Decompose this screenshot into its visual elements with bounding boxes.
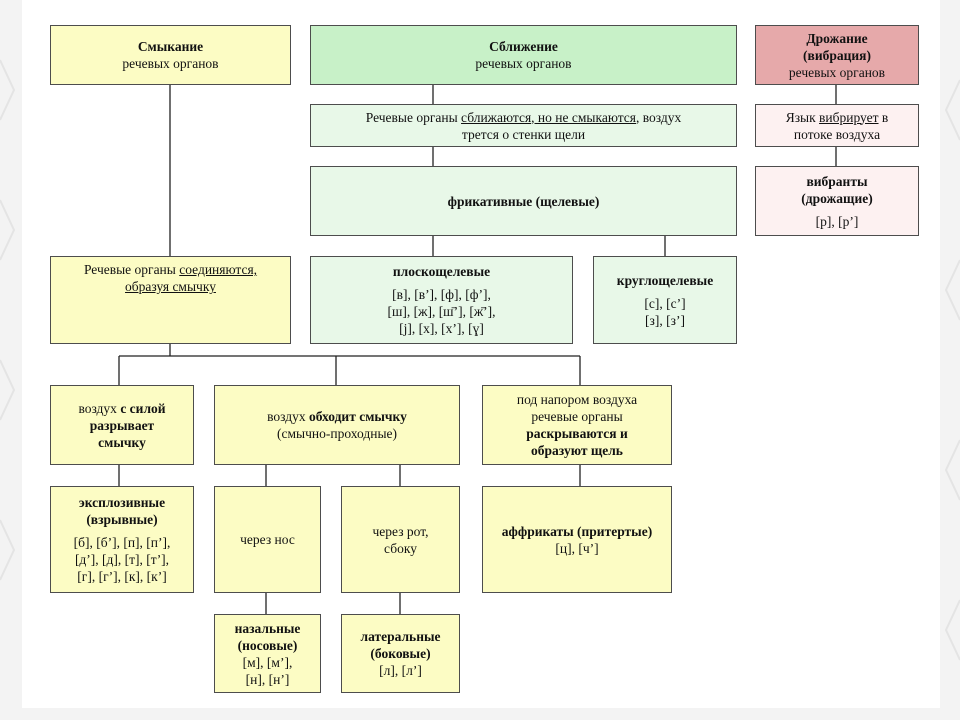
pressure-line2: речевые органы — [531, 409, 623, 424]
burst-line1: воздух с силой — [78, 400, 165, 417]
explosive-line1: эксплозивные — [78, 495, 166, 510]
approach-title: Сближение — [489, 39, 558, 54]
explosive-sounds-1: [б], [б’], [п], [п’], — [73, 535, 171, 550]
lateral-sounds: [л], [л’] — [379, 663, 422, 678]
nasal-sounds-1: [м], [м’], — [242, 654, 293, 670]
bypass-pre: воздух — [267, 409, 309, 424]
vibrants-line2: (дрожащие) — [801, 190, 873, 206]
lateral-line2: (боковые) — [370, 646, 431, 661]
flat-slit-label: плоскощелевые — [392, 264, 491, 279]
round-slit-sounds-1: [с], [с’] — [644, 295, 686, 311]
round-slit-sounds-2: [з], [з’] — [645, 312, 685, 328]
explosive-box: эксплозивные (взрывные) [б], [б’], [п], … — [50, 486, 194, 593]
flat-slit-sounds-3: [j], [х], [х’], [ɣ] — [399, 321, 484, 336]
approach-description: Речевые органы сближаются, но не смыкают… — [310, 104, 737, 147]
vibration-description: Язык вибрирует в потоке воздуха — [755, 104, 919, 147]
vibration-desc-underlined: вибрирует — [819, 109, 879, 125]
pressure-box: под напором воздуха речевые органы раскр… — [482, 385, 672, 465]
explosive-line2: (взрывные) — [86, 512, 158, 527]
vibrants-line1: вибранты — [806, 173, 868, 189]
vibrants-sounds: [р], [р’] — [815, 213, 859, 229]
bypass-line1: воздух обходит смычку — [267, 408, 407, 425]
bypass-bold: обходит смычку — [309, 409, 407, 424]
affricates-box: аффрикаты (притертые) [ц], [ч’] — [482, 486, 672, 593]
fricatives-box: фрикативные (щелевые) — [310, 166, 737, 236]
bypass-line2: (смычно-проходные) — [277, 426, 397, 441]
explosive-sounds-2: [д’], [д], [т], [т’], — [74, 552, 170, 567]
lateral-line1: латеральные — [360, 629, 441, 644]
approach-desc-pre: Речевые органы — [365, 109, 462, 125]
vibration-title-line2: (вибрация) — [803, 47, 871, 63]
vibration-desc-line2: потоке воздуха — [793, 126, 881, 142]
vibrants-box: вибранты (дрожащие) [р], [р’] — [755, 166, 919, 236]
approach-desc-line2: трется о стенки щели — [461, 126, 586, 142]
fricatives-label: фрикативные (щелевые) — [447, 193, 600, 209]
closure-title: Смыкание — [137, 39, 204, 54]
burst-box: воздух с силой разрывает смычку — [50, 385, 194, 465]
approach-subtitle: речевых органов — [475, 56, 572, 71]
mouth-box: через рот, сбоку — [341, 486, 460, 593]
pressure-line4: образуют щель — [531, 443, 623, 458]
flat-slit-box: плоскощелевые [в], [в’], [ф], [ф’], [ш],… — [310, 256, 573, 344]
pressure-line1: под напором воздуха — [516, 392, 638, 407]
closure-desc-underlined: соединяются, — [179, 262, 258, 277]
pressure-line3: раскрываются и — [526, 426, 628, 441]
mouth-line1: через рот, — [372, 523, 429, 539]
affricates-sounds: [ц], [ч’] — [555, 540, 599, 556]
flat-slit-sounds-2: [ш], [ж], [ш̄’], [ж̄’], — [387, 304, 496, 319]
explosive-sounds-3: [г], [г’], [к], [к’] — [77, 569, 167, 584]
closure-subtitle: речевых органов — [122, 56, 219, 71]
nasal-box: назальные (носовые) [м], [м’], [н], [н’] — [214, 614, 321, 693]
closure-desc-line1: Речевые органы соединяются, — [84, 261, 257, 278]
bypass-box: воздух обходит смычку (смычно-проходные) — [214, 385, 460, 465]
mouth-line2: сбоку — [384, 540, 417, 556]
vibration-title-line1: Дрожание — [806, 30, 868, 46]
nasal-line2: (носовые) — [237, 637, 298, 653]
approach-header: Сближение речевых органов — [310, 25, 737, 85]
closure-desc-pre: Речевые органы — [83, 262, 180, 277]
vibration-desc-pre: Язык — [785, 109, 820, 125]
approach-desc-underlined: сближаются, но не смыкаются — [461, 109, 636, 125]
burst-pre: воздух — [78, 400, 121, 416]
round-slit-label: круглощелевые — [616, 272, 714, 288]
vibration-desc-post: в — [878, 109, 889, 125]
flat-slit-sounds-1: [в], [в’], [ф], [ф’], — [392, 287, 491, 302]
closure-description: Речевые органы соединяются, образуя смыч… — [50, 256, 291, 344]
nasal-sounds-2: [н], [н’] — [245, 671, 290, 687]
burst-line2: разрывает — [89, 417, 155, 433]
nasal-line1: назальные — [234, 620, 301, 636]
nose-box: через нос — [214, 486, 321, 593]
burst-line3: смычку — [98, 434, 146, 450]
burst-bold: с силой — [120, 400, 166, 416]
round-slit-box: круглощелевые [с], [с’] [з], [з’] — [593, 256, 737, 344]
vibration-subtitle: речевых органов — [788, 64, 886, 80]
closure-header: Смыкание речевых органов — [50, 25, 291, 85]
approach-desc-post: , воздух — [636, 109, 682, 125]
vibration-desc-line1: Язык вибрирует в — [786, 109, 889, 126]
approach-desc-line1: Речевые органы сближаются, но не смыкают… — [366, 109, 682, 126]
lateral-box: латеральные (боковые) [л], [л’] — [341, 614, 460, 693]
closure-desc-line2: образуя смычку — [125, 279, 216, 294]
affricates-label: аффрикаты (притертые) — [501, 523, 653, 539]
nose-label: через нос — [240, 532, 295, 547]
vibration-header: Дрожание (вибрация) речевых органов — [755, 25, 919, 85]
